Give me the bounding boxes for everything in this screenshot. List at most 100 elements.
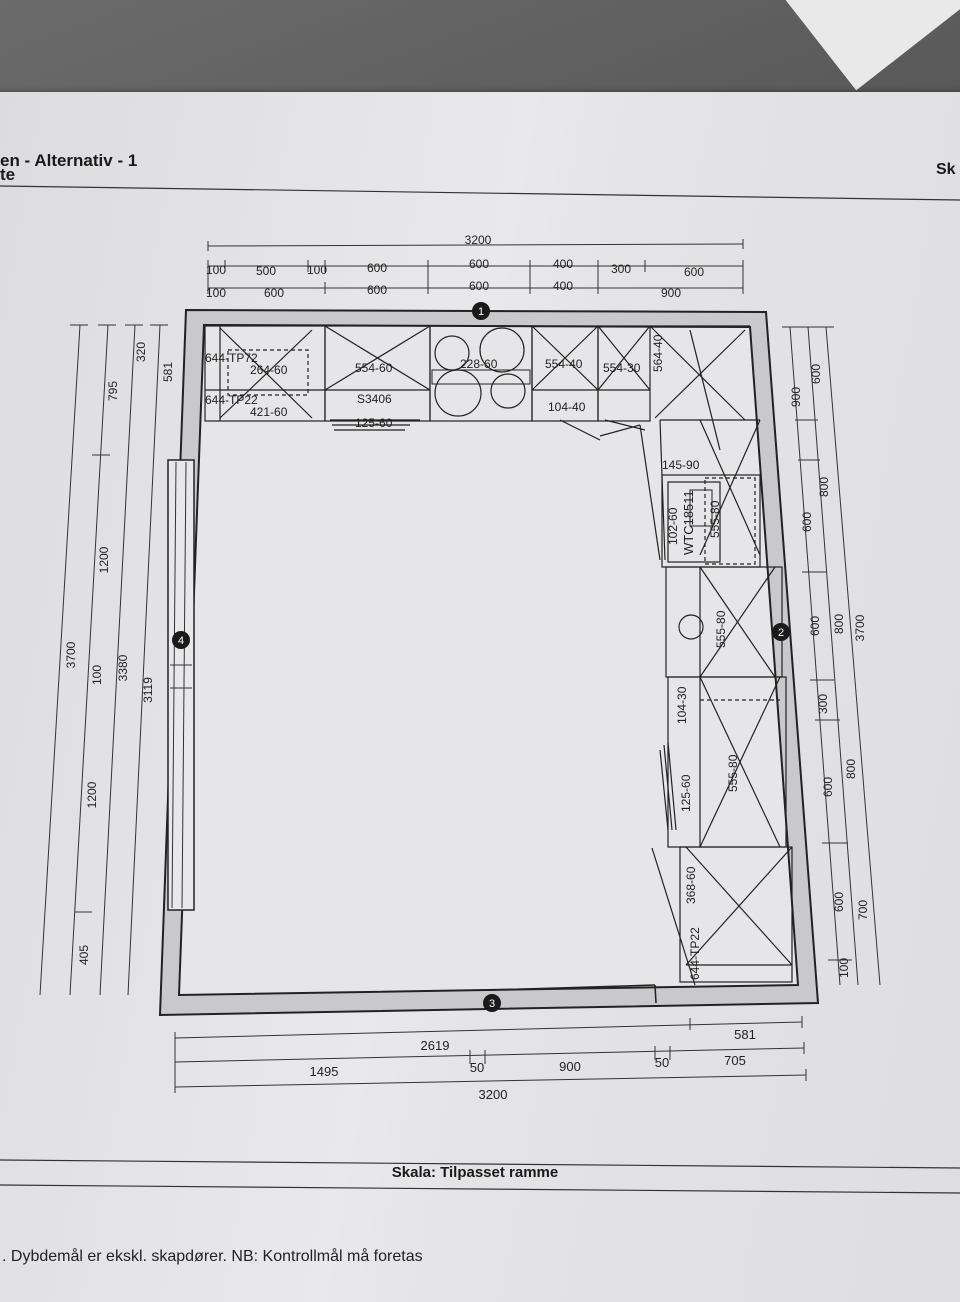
- right-cabinet-labels: 145-90 102-60 WTC18511 555-80 555-80 104…: [662, 458, 740, 980]
- cabinet-label: 145-90: [662, 458, 700, 472]
- wall-marker-3: 3: [483, 994, 501, 1012]
- cabinet-label: 421-60: [250, 405, 288, 419]
- dim-label: 3380: [116, 654, 130, 681]
- cabinet-label: 125-60: [679, 774, 693, 812]
- dimension-chain-bottom: [174, 1016, 807, 1093]
- footer-rule-bottom: [0, 1184, 960, 1194]
- cabinet-label: 554-40: [545, 357, 583, 371]
- footer-note: . Dybdemål er ekskl. skapdører. NB: Kont…: [2, 1247, 423, 1265]
- dim-label: 100: [90, 665, 104, 685]
- dim-label: 600: [367, 261, 387, 275]
- dim-label: 800: [844, 759, 858, 779]
- top-cabinet-labels: 644-TP72 264-60 644-TP22 421-60 554-60 S…: [205, 334, 665, 430]
- dim-label: 900: [661, 286, 681, 300]
- cabinet-label: S3406: [357, 392, 392, 406]
- dim-label: 3700: [853, 614, 867, 641]
- svg-text:3: 3: [489, 998, 495, 1010]
- cabinet-label: 554-60: [355, 361, 393, 375]
- dim-label: 3200: [465, 233, 492, 247]
- dimension-labels-right: 900 600 800 600 600 800 300 600 800 600 …: [789, 364, 870, 978]
- plan-header-right: Sk: [936, 161, 956, 178]
- cabinet-label: WTC18511: [681, 490, 696, 555]
- dimension-chain-left: [39, 324, 168, 996]
- dim-label: 500: [256, 264, 276, 278]
- dimension-labels-left: 3700 100 1200 1200 405 795 3380 3119 320…: [64, 342, 175, 965]
- dim-label: 100: [307, 263, 327, 277]
- scale-label: Skala: Tilpasset ramme: [392, 1164, 558, 1181]
- cabinet-label: 554-30: [603, 361, 641, 375]
- dim-label: 581: [734, 1027, 756, 1042]
- dim-label: 1495: [310, 1064, 339, 1079]
- dimension-chain-right: [782, 326, 881, 986]
- dimension-labels-bottom: 2619 581 1495 50 900 50 705 3200: [310, 1027, 756, 1102]
- cabinet-label: 104-30: [675, 686, 689, 724]
- cabinet-label: 555-80: [714, 610, 728, 648]
- dim-label: 600: [367, 283, 387, 297]
- top-wall-cabinets: [204, 325, 750, 561]
- door-threshold: [489, 984, 656, 991]
- cabinet-label: 555-80: [726, 754, 740, 792]
- wall-marker-4: 4: [172, 631, 190, 649]
- dim-label: 50: [470, 1060, 484, 1075]
- dim-label: 600: [684, 265, 704, 279]
- dim-label: 600: [800, 512, 814, 532]
- cabinet-label: 644-TP22: [205, 393, 258, 407]
- cabinet-label: 125-60: [355, 416, 393, 430]
- cabinet-label: 104-40: [548, 400, 586, 414]
- plan-title: en - Alternativ - 1: [0, 151, 137, 170]
- cabinet-label: 644-TP22: [688, 927, 702, 980]
- dim-label: 800: [817, 477, 831, 497]
- dim-label: 900: [559, 1059, 581, 1074]
- dim-label: 600: [809, 364, 823, 384]
- dim-label: 900: [789, 387, 803, 407]
- right-wall-cabinets: [651, 419, 793, 986]
- cabinet-label: 555-80: [708, 500, 722, 538]
- cabinet-label: 644-TP72: [205, 351, 258, 365]
- window-left: [167, 459, 195, 911]
- dim-label: 705: [724, 1053, 746, 1068]
- dim-label: 3700: [64, 641, 78, 668]
- dim-label: 320: [134, 342, 148, 362]
- cabinet-label: 564-40: [651, 334, 665, 372]
- cabinet-label: 368-60: [684, 866, 698, 904]
- cabinet-label: 228-60: [460, 357, 498, 371]
- dim-label: 600: [808, 616, 822, 636]
- header-rule: [0, 185, 960, 201]
- svg-text:4: 4: [178, 635, 184, 647]
- dimension-chain-top: [207, 239, 744, 294]
- svg-text:2: 2: [778, 627, 784, 639]
- dim-label: 581: [161, 362, 175, 382]
- dim-label: 100: [206, 286, 226, 300]
- footer-rule-top: [0, 1159, 960, 1169]
- dim-label: 100: [837, 958, 851, 978]
- dim-label: 600: [264, 286, 284, 300]
- dim-label: 100: [206, 263, 226, 277]
- dim-label: 2619: [421, 1038, 450, 1053]
- dim-label: 600: [821, 777, 835, 797]
- dim-label: 1200: [97, 546, 111, 573]
- dim-label: 405: [77, 945, 91, 965]
- cabinet-label: 102-60: [666, 507, 680, 545]
- dim-label: 600: [832, 892, 846, 912]
- dim-label: 300: [611, 262, 631, 276]
- svg-text:1: 1: [478, 306, 484, 318]
- plan-subtitle: te: [0, 165, 15, 184]
- dim-label: 600: [469, 279, 489, 293]
- dim-label: 795: [106, 381, 120, 401]
- cabinet-label: 264-60: [250, 363, 288, 377]
- dimension-labels-top: 3200 100 500 100 600 600 400 300 600 100…: [206, 233, 704, 300]
- wall-marker-1: 1: [472, 302, 490, 320]
- wall-marker-2: 2: [772, 623, 790, 641]
- dim-label: 600: [469, 257, 489, 271]
- dim-label: 50: [655, 1055, 669, 1070]
- dim-label: 3200: [479, 1087, 508, 1102]
- dim-label: 1200: [85, 781, 99, 808]
- dim-label: 700: [856, 900, 870, 920]
- dim-label: 800: [832, 614, 846, 634]
- dim-label: 400: [553, 279, 573, 293]
- room-interior: [177, 323, 800, 997]
- dim-label: 300: [816, 694, 830, 714]
- dim-label: 400: [553, 257, 573, 271]
- dim-label: 3119: [141, 677, 155, 703]
